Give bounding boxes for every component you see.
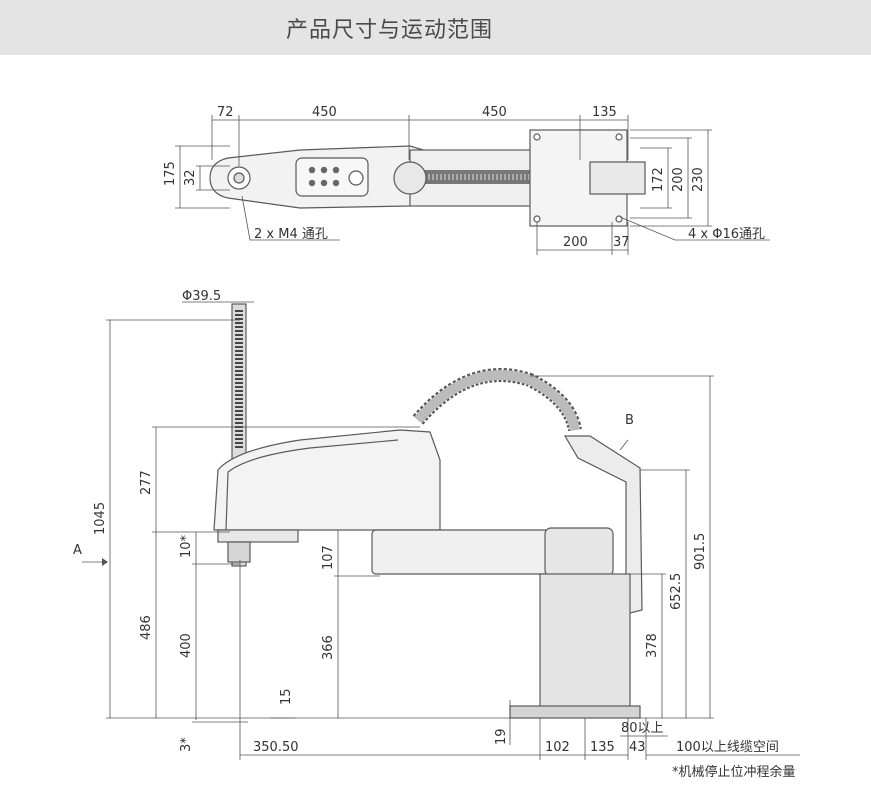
dim-175: 175 xyxy=(163,161,178,186)
dim-43: 43 xyxy=(629,740,646,755)
panel-button-icon xyxy=(320,166,328,174)
dim-32: 32 xyxy=(183,169,198,186)
dim-350-50: 350.50 xyxy=(253,740,299,755)
note-phi16-holes: 4 x Φ16通孔 xyxy=(688,227,765,242)
dim-10: 10* xyxy=(179,534,194,558)
dim-37: 37 xyxy=(613,235,630,250)
dim-3: 3* xyxy=(179,737,194,752)
dim-135: 135 xyxy=(592,105,617,120)
dim-15: 15 xyxy=(279,688,294,705)
arm1-housing xyxy=(213,429,441,531)
dim-19: 19 xyxy=(494,728,509,745)
shaft-inner xyxy=(233,172,245,184)
dim-277: 277 xyxy=(139,470,154,495)
panel-button-icon xyxy=(308,166,316,174)
dim-72: 72 xyxy=(217,105,234,120)
view-label-a: A xyxy=(73,543,82,558)
arm1-bottom xyxy=(217,529,299,543)
cable-guide xyxy=(563,435,643,615)
arm2-joint xyxy=(544,527,614,577)
teach-panel xyxy=(295,157,369,197)
cable-connector xyxy=(589,161,646,195)
top-view: 72 450 450 135 175 32 172 200 230 200 37 xyxy=(163,105,770,255)
dim-450-a: 450 xyxy=(312,105,337,120)
note-cable-space: 100以上线缆空间 xyxy=(676,739,779,755)
panel-button-icon xyxy=(332,166,340,174)
dim-135-side: 135 xyxy=(590,740,615,755)
header-bar: 产品尺寸与运动范围 xyxy=(0,0,871,55)
panel-button-icon xyxy=(320,179,328,187)
dim-901-5: 901.5 xyxy=(693,533,708,570)
dim-1045: 1045 xyxy=(93,502,108,535)
phi16-leader xyxy=(619,216,770,241)
mount-hole-icon xyxy=(615,133,623,141)
side-view: 1045 277 486 10* 400 3* 15 350.50 107 36… xyxy=(73,289,800,780)
dim-230: 230 xyxy=(691,167,706,192)
dim-378: 378 xyxy=(645,633,660,658)
dim-652-5: 652.5 xyxy=(669,573,684,610)
panel-dial-icon xyxy=(348,170,364,186)
dim-102: 102 xyxy=(545,740,570,755)
base-column xyxy=(539,573,631,715)
spline-nut xyxy=(227,541,251,563)
mount-hole-icon xyxy=(533,133,541,141)
dim-200-v: 200 xyxy=(671,167,686,192)
panel-button-icon xyxy=(308,179,316,187)
dim-366: 366 xyxy=(321,635,336,660)
dim-107: 107 xyxy=(321,545,336,570)
page-title: 产品尺寸与运动范围 xyxy=(286,18,494,43)
note-stop-margin: *机械停止位冲程余量 xyxy=(672,764,796,780)
dim-400: 400 xyxy=(179,633,194,658)
mount-hole-icon xyxy=(533,215,541,223)
view-label-b: B xyxy=(625,413,634,428)
dim-phi39: Φ39.5 xyxy=(182,289,221,304)
dim-172: 172 xyxy=(651,167,666,192)
m4-leader xyxy=(241,195,340,241)
dim-200-h: 200 xyxy=(563,235,588,250)
note-m4-holes: 2 x M4 通孔 xyxy=(254,227,328,242)
dim-450-b: 450 xyxy=(482,105,507,120)
dim-486: 486 xyxy=(139,615,154,640)
panel-button-icon xyxy=(332,179,340,187)
dim-80: 80以上 xyxy=(621,721,664,736)
joint2-circle xyxy=(393,161,427,195)
base-foot xyxy=(509,705,641,719)
mount-hole-icon xyxy=(615,215,623,223)
